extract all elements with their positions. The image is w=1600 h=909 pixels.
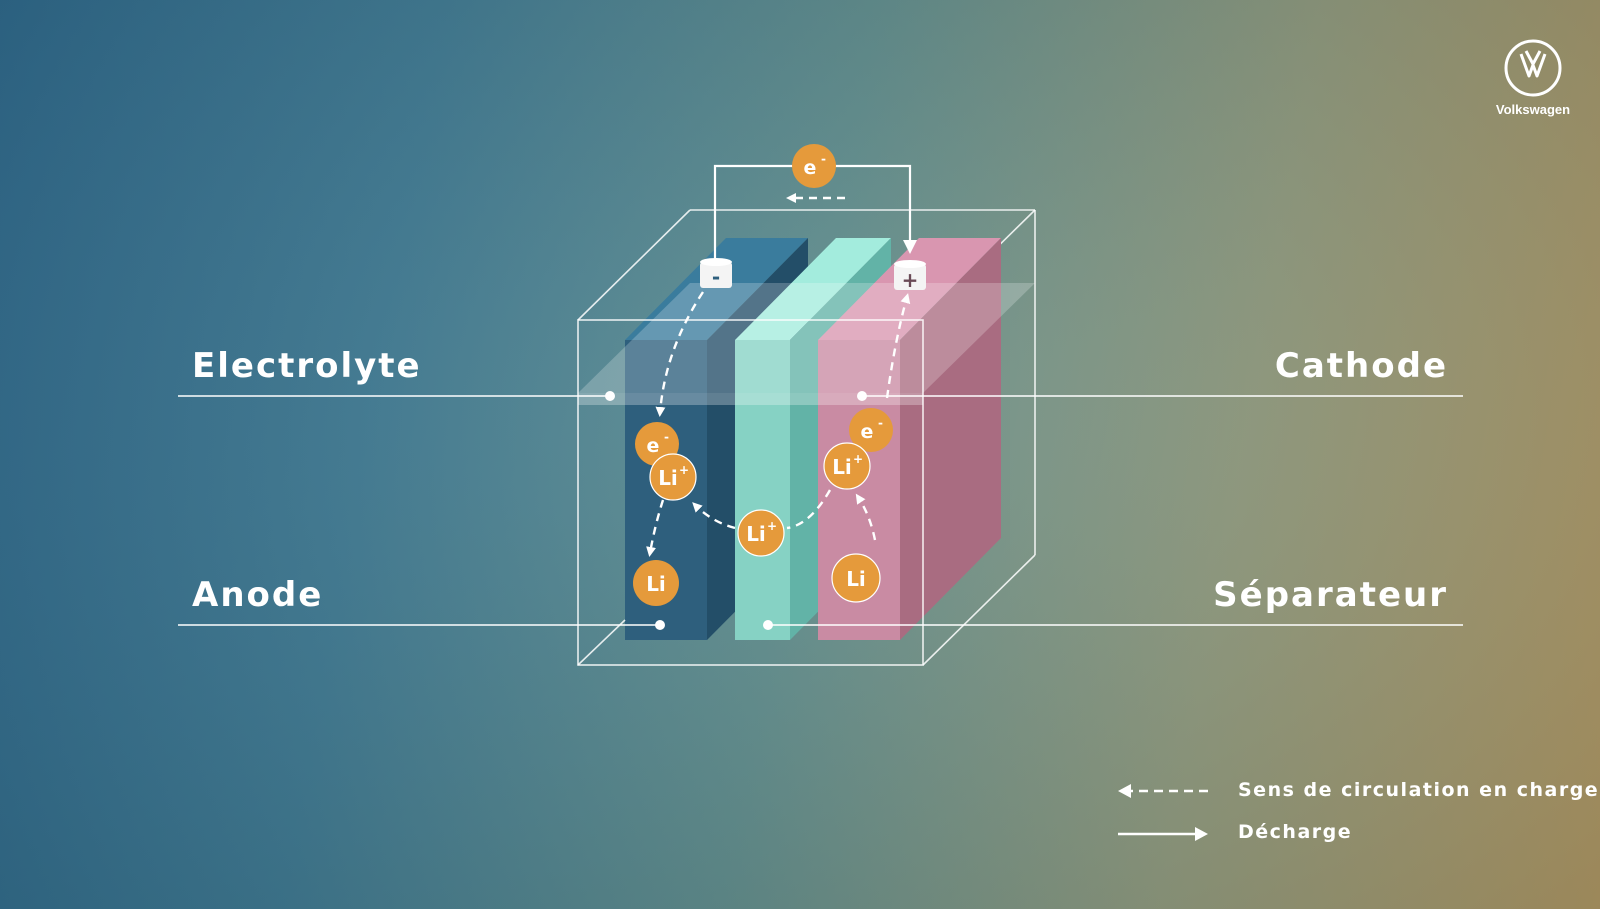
legend-discharge-arrow-icon: [1118, 827, 1208, 841]
anode-label: Anode: [192, 575, 324, 615]
callout-dots: [605, 391, 867, 630]
lithium-ion-symbol: Li: [746, 522, 766, 546]
positive-terminal: +: [894, 260, 926, 292]
callout-lines: [178, 395, 1463, 626]
brand-name: Volkswagen: [1495, 102, 1571, 117]
lithium-symbol: Li: [846, 567, 866, 591]
electron-anode-particle: e -: [635, 422, 679, 466]
lithium-ion-symbol: Li: [832, 455, 852, 479]
charge-flow-paths: [646, 291, 911, 557]
vw-logo-icon: [1504, 39, 1562, 97]
positive-terminal-label: +: [902, 268, 919, 292]
lithium-ion-charge: +: [679, 463, 689, 477]
box-front-edges: [577, 319, 1036, 666]
anode-electron-path: [655, 291, 705, 417]
negative-terminal-label: -: [712, 265, 720, 289]
negative-terminal: -: [700, 258, 732, 289]
lithium-ion-separator-particle: Li +: [737, 509, 785, 557]
cathode-label: Cathode: [1274, 346, 1448, 386]
electron-symbol: e: [861, 421, 874, 443]
electron-charge: -: [878, 416, 883, 430]
electron-charge: -: [664, 430, 669, 444]
electron-cathode-particle: e -: [849, 408, 893, 452]
electron-circuit-particle: e -: [792, 144, 836, 188]
legend-charge-arrow-icon: [1118, 784, 1208, 798]
lithium-anode-particle: Li: [633, 560, 679, 606]
brand-logo: Volkswagen: [1488, 38, 1578, 117]
lithium-ion-charge: +: [853, 452, 863, 466]
electron-symbol: e: [804, 157, 817, 179]
legend-charge-label: Sens de circulation en charge: [1238, 779, 1600, 801]
ion-transfer-path-anode: [692, 502, 736, 530]
cathode-lithium-path: [855, 493, 877, 541]
lithium-symbol: Li: [646, 572, 666, 596]
lithium-ion-cathode-particle: Li +: [823, 442, 871, 490]
lithium-ion-anode-particle: Li +: [649, 453, 697, 501]
anode-lithium-path: [646, 499, 665, 557]
lithium-ion-symbol: Li: [658, 466, 678, 490]
circuit-arrow-down: [903, 240, 917, 254]
electron-charge: -: [821, 152, 826, 166]
electron-symbol: e: [647, 435, 660, 457]
lithium-ion-charge: +: [767, 519, 777, 533]
legend-discharge-label: Décharge: [1238, 821, 1353, 843]
lithium-cathode-particle: Li: [831, 553, 881, 603]
ion-transfer-path-cathode: [786, 489, 832, 530]
separateur-label: Séparateur: [1213, 575, 1448, 615]
electrolyte-label: Electrolyte: [192, 346, 422, 386]
